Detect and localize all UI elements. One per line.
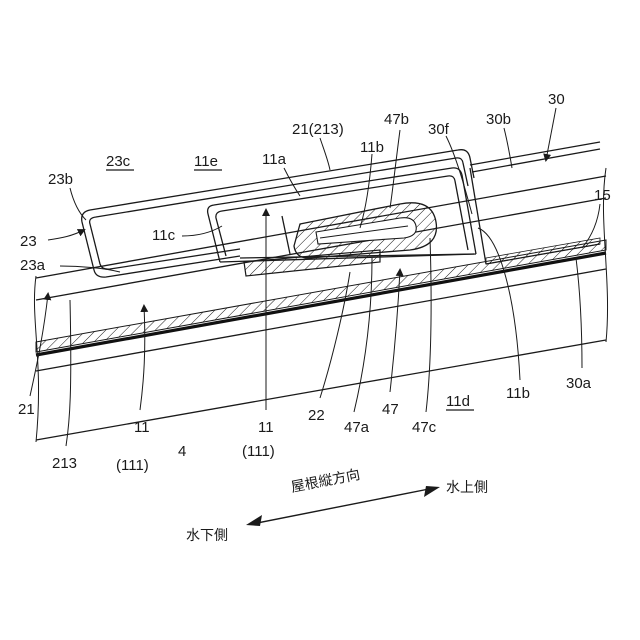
label-47b: 47b <box>384 111 409 128</box>
leader-11-left <box>140 306 145 410</box>
label-23c: 23c <box>106 153 131 170</box>
roof-member-30-top-line <box>470 142 600 165</box>
label-213: 213 <box>52 455 77 472</box>
leader-11a <box>284 168 300 196</box>
reference-labels: 30 30b 30f 47b 21(213) 11b 11a 11e 23c 2… <box>18 91 611 474</box>
label-15: 15 <box>594 187 611 204</box>
label-23: 23 <box>20 233 37 250</box>
leader-21-213 <box>320 138 330 170</box>
leader-47c <box>426 238 431 412</box>
label-11d: 11d <box>446 393 470 410</box>
label-11a: 11a <box>262 151 287 168</box>
arrowhead-upper-side <box>424 486 440 497</box>
label-47a: 47a <box>344 419 370 436</box>
arrowhead-lower-side <box>246 515 262 526</box>
upper-side-label: 水上側 <box>446 480 488 496</box>
label-23a: 23a <box>20 257 46 274</box>
label-30b: 30b <box>486 111 511 128</box>
label-11c: 11c <box>152 227 176 244</box>
leader-213 <box>66 300 71 446</box>
leader-47a <box>354 258 372 412</box>
clip-member-47 <box>294 203 436 258</box>
label-30f: 30f <box>428 121 450 138</box>
label-11-left: 11 <box>134 419 150 436</box>
label-23b: 23b <box>48 171 73 188</box>
label-11b-top: 11b <box>360 139 384 156</box>
leader-30b <box>504 128 512 168</box>
label-30a: 30a <box>566 375 592 392</box>
label-30: 30 <box>548 91 565 108</box>
leader-30 <box>546 108 556 160</box>
label-111-left: (111) <box>116 457 149 474</box>
roof-member-30-top-line-2 <box>472 149 600 172</box>
label-111-mid: (111) <box>242 443 275 460</box>
label-21-213: 21(213) <box>292 121 344 138</box>
lower-side-label: 水下側 <box>186 528 228 544</box>
label-22: 22 <box>308 407 325 424</box>
label-11e: 11e <box>194 153 218 170</box>
leader-23b <box>70 188 86 220</box>
direction-arrow-line <box>252 488 434 524</box>
roof-direction-axis-label: 屋根縦方向 <box>290 467 362 496</box>
leader-11c <box>182 226 222 236</box>
label-47: 47 <box>382 401 399 418</box>
bracket-11c-left-wall <box>282 216 290 254</box>
leader-23 <box>48 230 84 240</box>
label-4: 4 <box>178 443 186 460</box>
cover-bottom-lip <box>94 256 240 277</box>
label-11-mid: 11 <box>258 419 274 436</box>
label-47c: 47c <box>412 419 437 436</box>
label-11b-bottom: 11b <box>506 385 530 402</box>
roof-direction-indicator: 屋根縦方向 水上側 水下側 <box>186 467 488 544</box>
roof-member-30-end-face <box>470 168 486 264</box>
label-21: 21 <box>18 401 35 418</box>
